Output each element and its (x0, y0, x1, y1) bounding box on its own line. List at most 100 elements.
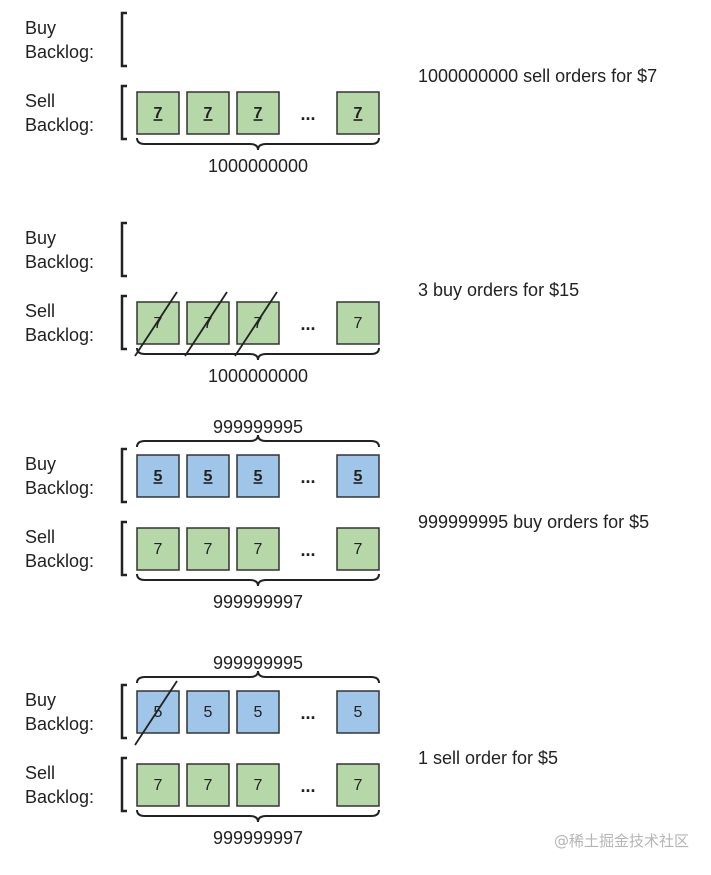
sell-ellipsis: ... (300, 314, 315, 334)
buy-label-line2: Backlog: (25, 714, 94, 734)
sell-order-price: 7 (354, 777, 363, 794)
buy-label-line2: Backlog: (25, 42, 94, 62)
sell-order-price: 7 (204, 777, 213, 794)
sell-order-box (236, 763, 280, 807)
buy-order-price: 5 (154, 468, 163, 485)
sell-order-price: 7 (154, 777, 163, 794)
panel-description: 1000000000 sell orders for $7 (418, 66, 657, 86)
sell-label-line2: Backlog: (25, 787, 94, 807)
buy-label-line1: Buy (25, 690, 56, 710)
sell-ellipsis: ... (300, 540, 315, 560)
buy-order-box (336, 690, 380, 734)
buy-label-line2: Backlog: (25, 252, 94, 272)
strike-line (134, 291, 178, 357)
buy-order-box (186, 454, 230, 498)
sell-label-line1: Sell (25, 301, 55, 321)
curly-brace (136, 347, 380, 361)
sell-count-below: 1000000000 (208, 366, 308, 386)
buy-label-line2: Backlog: (25, 478, 94, 498)
buy-bracket (120, 683, 127, 740)
sell-label-line2: Backlog: (25, 551, 94, 571)
sell-ellipsis: ... (300, 104, 315, 124)
sell-order-price: 7 (154, 541, 163, 558)
sell-order-box (236, 527, 280, 571)
sell-count-below: 999999997 (213, 592, 303, 612)
buy-ellipsis: ... (300, 703, 315, 723)
sell-order-price: 7 (354, 105, 363, 122)
curly-brace (136, 809, 380, 823)
curly-brace (136, 434, 380, 448)
sell-order-box (186, 301, 230, 345)
sell-order-price: 7 (254, 105, 263, 122)
sell-order-box (236, 301, 280, 345)
sell-label-line2: Backlog: (25, 115, 94, 135)
sell-bracket (120, 84, 127, 141)
strike-line (234, 291, 278, 357)
buy-order-box (236, 690, 280, 734)
sell-order-price: 7 (254, 315, 263, 332)
buy-bracket (120, 447, 127, 504)
buy-count-above: 999999995 (213, 417, 303, 437)
buy-order-price: 5 (254, 704, 263, 721)
sell-count-below: 999999997 (213, 828, 303, 848)
sell-order-price: 7 (254, 777, 263, 794)
curly-brace (136, 670, 380, 684)
sell-bracket (120, 756, 127, 813)
sell-ellipsis: ... (300, 776, 315, 796)
buy-order-price: 5 (204, 468, 213, 485)
sell-label-line2: Backlog: (25, 325, 94, 345)
sell-label-line1: Sell (25, 527, 55, 547)
sell-order-box (336, 763, 380, 807)
sell-order-price: 7 (154, 105, 163, 122)
sell-order-price: 7 (254, 541, 263, 558)
strike-line (134, 680, 178, 746)
buy-label-line1: Buy (25, 454, 56, 474)
buy-order-price: 5 (254, 468, 263, 485)
buy-order-box (336, 454, 380, 498)
buy-ellipsis: ... (300, 467, 315, 487)
panel-description: 3 buy orders for $15 (418, 280, 579, 300)
sell-label-line1: Sell (25, 91, 55, 111)
buy-order-price: 5 (204, 704, 213, 721)
buy-order-box (186, 690, 230, 734)
sell-order-price: 7 (204, 315, 213, 332)
buy-order-box (136, 454, 180, 498)
sell-order-box (186, 91, 230, 135)
curly-brace (136, 573, 380, 587)
buy-order-box (236, 454, 280, 498)
buy-count-above: 999999995 (213, 653, 303, 673)
sell-order-price: 7 (354, 541, 363, 558)
sell-order-price: 7 (204, 541, 213, 558)
sell-order-price: 7 (204, 105, 213, 122)
buy-order-price: 5 (354, 704, 363, 721)
buy-bracket (120, 221, 127, 278)
strike-line (184, 291, 228, 357)
sell-count-below: 1000000000 (208, 156, 308, 176)
sell-order-box (236, 91, 280, 135)
buy-label-line1: Buy (25, 18, 56, 38)
buy-order-price: 5 (154, 704, 163, 721)
curly-brace (136, 137, 380, 151)
buy-bracket (120, 11, 127, 68)
sell-order-box (136, 763, 180, 807)
sell-order-box (186, 763, 230, 807)
sell-bracket (120, 294, 127, 351)
sell-order-box (336, 301, 380, 345)
buy-order-price: 5 (354, 468, 363, 485)
sell-order-box (336, 527, 380, 571)
sell-order-price: 7 (154, 315, 163, 332)
sell-label-line1: Sell (25, 763, 55, 783)
sell-order-price: 7 (354, 315, 363, 332)
buy-order-box (136, 690, 180, 734)
sell-order-box (186, 527, 230, 571)
panel-description: 999999995 buy orders for $5 (418, 512, 649, 532)
sell-order-box (336, 91, 380, 135)
sell-order-box (136, 91, 180, 135)
buy-label-line1: Buy (25, 228, 56, 248)
sell-bracket (120, 520, 127, 577)
